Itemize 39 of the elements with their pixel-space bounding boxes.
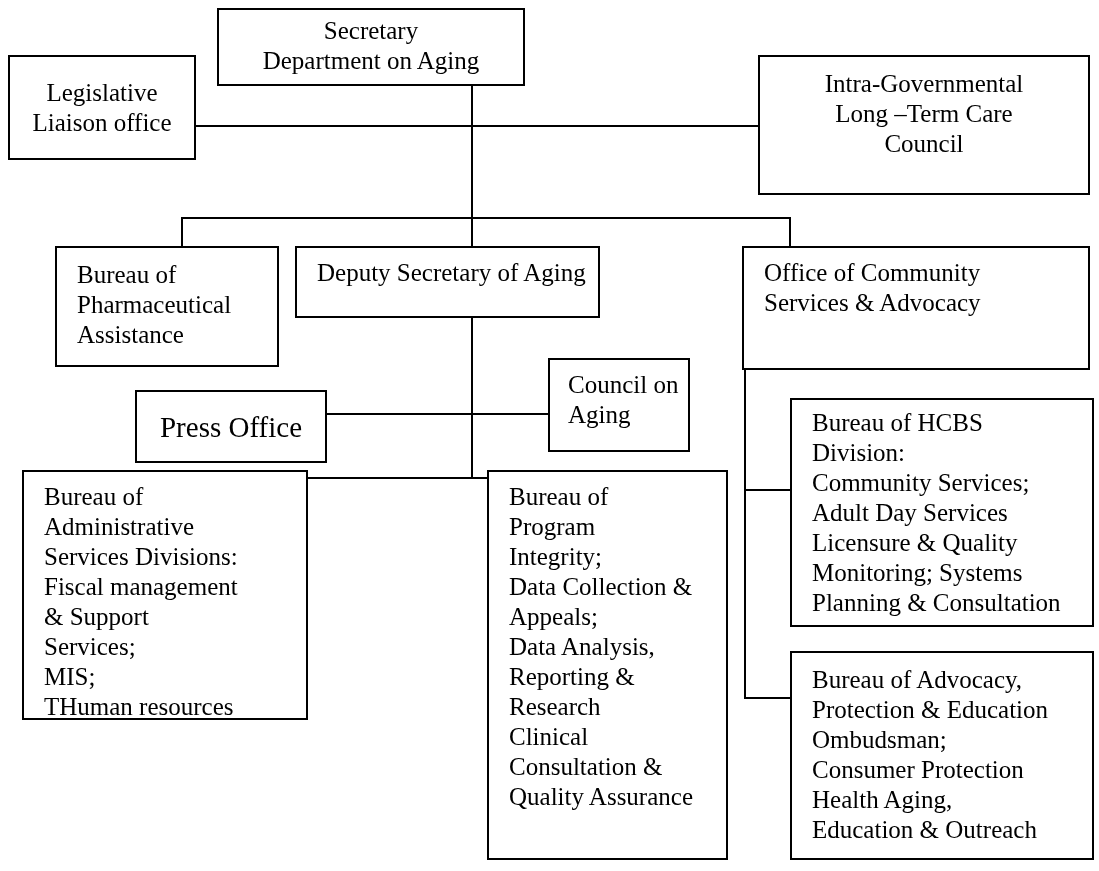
box-text: Bureau of Advocacy, Protection & Education (812, 665, 1050, 725)
box-text: Bureau of Pharmaceutical Assistance (77, 260, 233, 350)
box-text: Consumer Protection (812, 755, 1024, 785)
box-text: Clinical Consultation & Quality Assurance (509, 722, 694, 812)
box-text: Bureau of Program Integrity; (509, 482, 610, 572)
org-box (790, 398, 1094, 627)
org-box (22, 470, 308, 720)
box-text: Community Services; (812, 468, 1030, 498)
org-box (217, 8, 525, 86)
box-text: Legislative Liaison office (31, 77, 173, 138)
org-box (8, 55, 196, 160)
box-text: Fiscal management & Support Services; (44, 572, 239, 662)
box-text: MIS; (44, 662, 96, 692)
box-text: THuman resources (44, 692, 234, 722)
org-box (295, 246, 600, 318)
org-box (742, 246, 1090, 370)
org-box (487, 470, 728, 860)
box-text: Press Office (160, 409, 302, 444)
box-text: Office of Community Services & Advocacy (764, 258, 982, 318)
box-text: Ombudsman; (812, 725, 947, 755)
org-box (55, 246, 279, 367)
box-text: Intra-Governmental Long –Term Care Council (823, 69, 1025, 159)
connector-line (744, 369, 791, 699)
box-text: Deputy Secretary of Aging (317, 258, 586, 288)
connector-line (471, 317, 488, 479)
box-text: Health Aging, Education & Outreach (812, 785, 1038, 845)
box-text: Bureau of HCBS Division: (812, 408, 984, 468)
org-box (790, 651, 1094, 860)
box-text: Council on Aging (568, 370, 680, 430)
box-text: Bureau of Administrative Services Divisions: (44, 482, 239, 572)
box-text: Data Collection & Appeals; (509, 572, 694, 632)
box-text: Licensure & Quality Monitoring; Systems Planning & Consultation (812, 528, 1062, 618)
box-text: Secretary (323, 16, 419, 46)
box-text: Data Analysis, Reporting & Research (509, 632, 656, 722)
box-text: Adult Day Services (812, 498, 1008, 528)
org-box (135, 390, 327, 463)
org-box (548, 358, 690, 452)
org-box (758, 55, 1090, 195)
box-text: Department on Aging (262, 46, 480, 76)
